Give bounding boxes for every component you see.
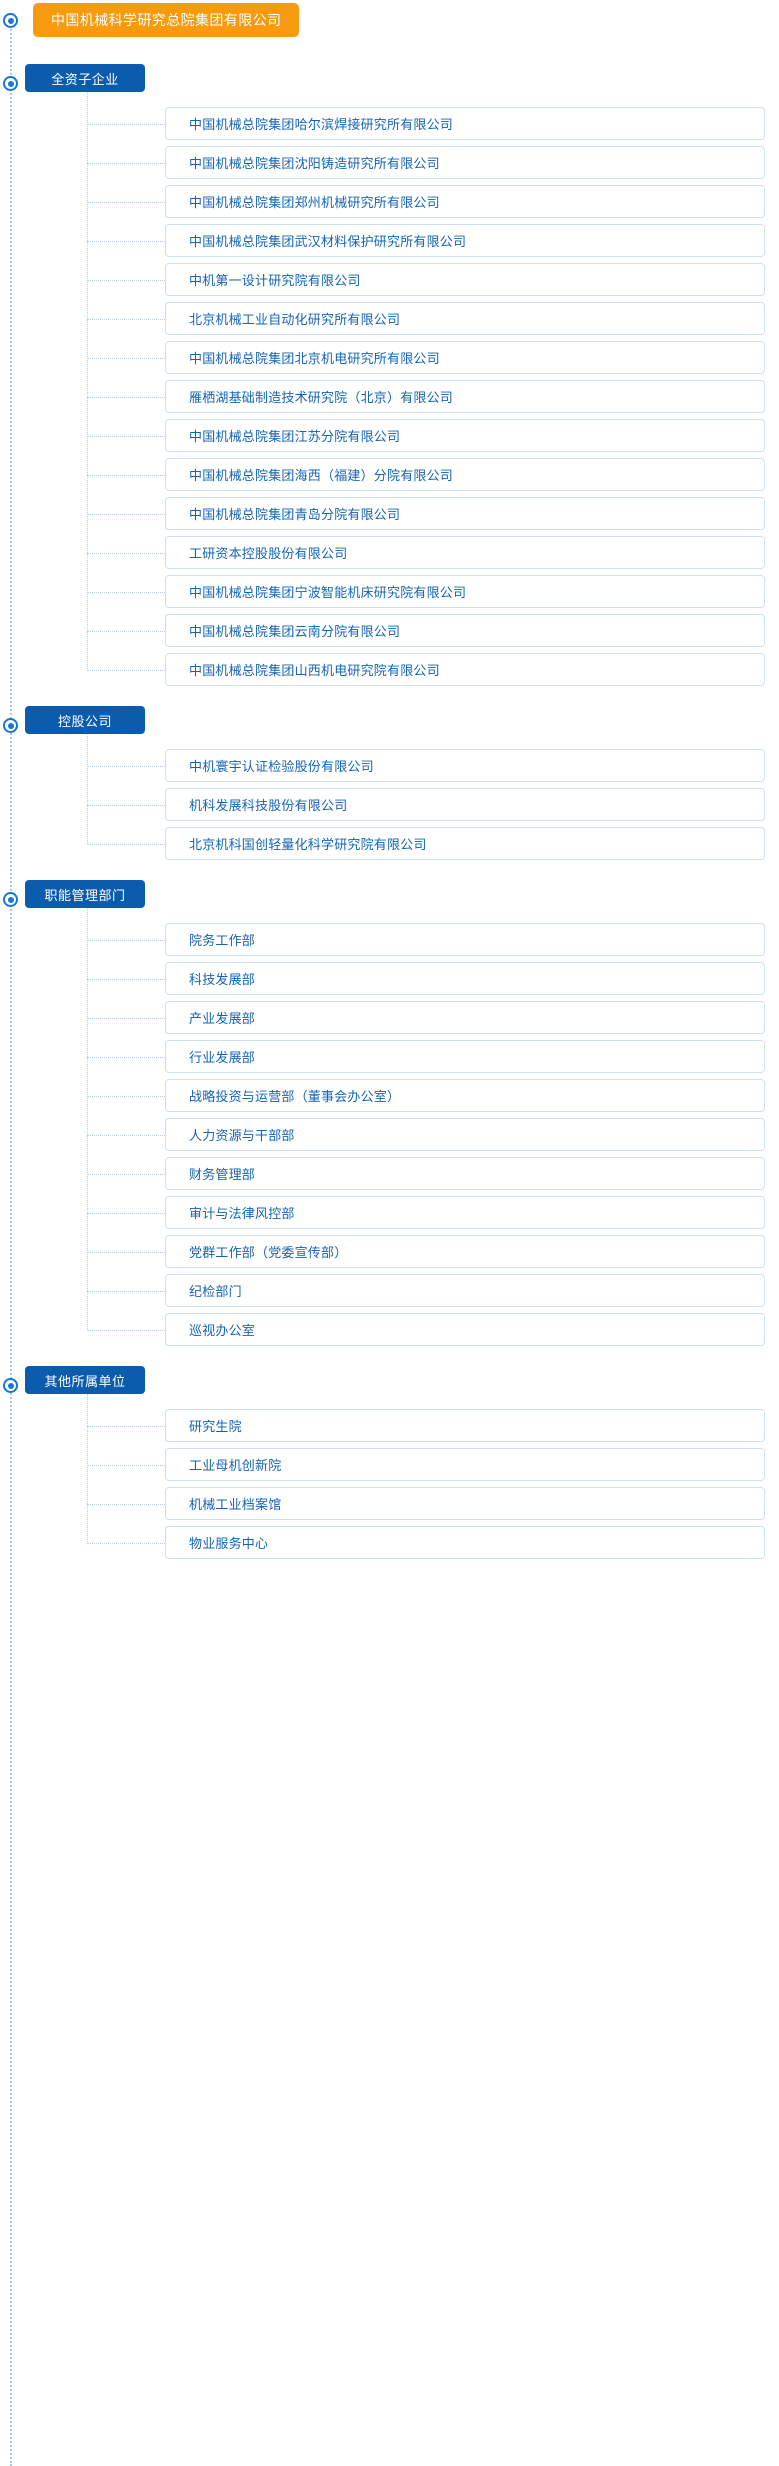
org-unit-card[interactable]: 北京机械工业自动化研究所有限公司 [165, 302, 765, 335]
org-unit-card[interactable]: 物业服务中心 [165, 1526, 765, 1559]
group-children: 研究生院工业母机创新院机械工业档案馆物业服务中心 [0, 1394, 779, 1562]
root-row: 中国机械科学研究总院集团有限公司 [0, 0, 779, 42]
list-item: 中国机械总院集团郑州机械研究所有限公司 [0, 182, 779, 221]
group-children: 中国机械总院集团哈尔滨焊接研究所有限公司中国机械总院集团沈阳铸造研究所有限公司中… [0, 92, 779, 689]
group-label-button[interactable]: 其他所属单位 [25, 1366, 145, 1394]
org-unit-card[interactable]: 中国机械总院集团江苏分院有限公司 [165, 419, 765, 452]
org-unit-card[interactable]: 产业发展部 [165, 1001, 765, 1034]
org-unit-card[interactable]: 工业母机创新院 [165, 1448, 765, 1481]
org-unit-card[interactable]: 巡视办公室 [165, 1313, 765, 1346]
group-header: 其他所属单位 [0, 1366, 779, 1406]
list-item: 工业母机创新院 [0, 1445, 779, 1484]
org-unit-card[interactable]: 中国机械总院集团北京机电研究所有限公司 [165, 341, 765, 374]
list-item: 中机第一设计研究院有限公司 [0, 260, 779, 299]
org-unit-card[interactable]: 北京机科国创轻量化科学研究院有限公司 [165, 827, 765, 860]
org-unit-card[interactable]: 科技发展部 [165, 962, 765, 995]
list-item: 巡视办公室 [0, 1310, 779, 1349]
org-unit-card[interactable]: 中国机械总院集团青岛分院有限公司 [165, 497, 765, 530]
list-item: 雁栖湖基础制造技术研究院（北京）有限公司 [0, 377, 779, 416]
root-node[interactable]: 中国机械科学研究总院集团有限公司 [33, 3, 300, 37]
list-item: 中国机械总院集团山西机电研究院有限公司 [0, 650, 779, 689]
list-item: 战略投资与运营部（董事会办公室） [0, 1076, 779, 1115]
list-item: 审计与法律风控部 [0, 1193, 779, 1232]
list-item: 机科发展科技股份有限公司 [0, 785, 779, 824]
org-unit-card[interactable]: 中国机械总院集团山西机电研究院有限公司 [165, 653, 765, 686]
list-item: 中国机械总院集团哈尔滨焊接研究所有限公司 [0, 104, 779, 143]
list-item: 中国机械总院集团海西（福建）分院有限公司 [0, 455, 779, 494]
org-unit-card[interactable]: 行业发展部 [165, 1040, 765, 1073]
org-unit-card[interactable]: 中国机械总院集团郑州机械研究所有限公司 [165, 185, 765, 218]
org-unit-card[interactable]: 研究生院 [165, 1409, 765, 1442]
list-item: 中机寰宇认证检验股份有限公司 [0, 746, 779, 785]
org-unit-card[interactable]: 中国机械总院集团海西（福建）分院有限公司 [165, 458, 765, 491]
org-unit-card[interactable]: 工研资本控股股份有限公司 [165, 536, 765, 569]
group-node-dot [3, 76, 18, 91]
org-unit-card[interactable]: 雁栖湖基础制造技术研究院（北京）有限公司 [165, 380, 765, 413]
list-item: 纪检部门 [0, 1271, 779, 1310]
list-item: 中国机械总院集团江苏分院有限公司 [0, 416, 779, 455]
group-label-button[interactable]: 职能管理部门 [25, 880, 145, 908]
org-unit-card[interactable]: 审计与法律风控部 [165, 1196, 765, 1229]
list-item: 院务工作部 [0, 920, 779, 959]
org-unit-card[interactable]: 中国机械总院集团云南分院有限公司 [165, 614, 765, 647]
list-item: 北京机械工业自动化研究所有限公司 [0, 299, 779, 338]
org-unit-card[interactable]: 中机寰宇认证检验股份有限公司 [165, 749, 765, 782]
org-unit-card[interactable]: 院务工作部 [165, 923, 765, 956]
org-unit-card[interactable]: 中国机械总院集团沈阳铸造研究所有限公司 [165, 146, 765, 179]
root-spine-connector [10, 22, 12, 2466]
list-item: 党群工作部（党委宣传部） [0, 1232, 779, 1271]
org-unit-card[interactable]: 财务管理部 [165, 1157, 765, 1190]
group-node-dot [3, 1378, 18, 1393]
group-header: 职能管理部门 [0, 880, 779, 920]
list-item: 中国机械总院集团青岛分院有限公司 [0, 494, 779, 533]
org-unit-card[interactable]: 人力资源与干部部 [165, 1118, 765, 1151]
list-item: 中国机械总院集团沈阳铸造研究所有限公司 [0, 143, 779, 182]
group-3: 职能管理部门院务工作部科技发展部产业发展部行业发展部战略投资与运营部（董事会办公… [0, 880, 779, 1349]
list-item: 中国机械总院集团武汉材料保护研究所有限公司 [0, 221, 779, 260]
root-node-dot [3, 13, 18, 28]
org-unit-card[interactable]: 中国机械总院集团武汉材料保护研究所有限公司 [165, 224, 765, 257]
list-item: 中国机械总院集团云南分院有限公司 [0, 611, 779, 650]
group-label-button[interactable]: 全资子企业 [25, 64, 145, 92]
groups-container: 全资子企业中国机械总院集团哈尔滨焊接研究所有限公司中国机械总院集团沈阳铸造研究所… [0, 64, 779, 1562]
org-unit-card[interactable]: 中国机械总院集团哈尔滨焊接研究所有限公司 [165, 107, 765, 140]
group-header: 控股公司 [0, 706, 779, 746]
list-item: 人力资源与干部部 [0, 1115, 779, 1154]
list-item: 研究生院 [0, 1406, 779, 1445]
group-label-button[interactable]: 控股公司 [25, 706, 145, 734]
list-item: 工研资本控股股份有限公司 [0, 533, 779, 572]
group-1: 全资子企业中国机械总院集团哈尔滨焊接研究所有限公司中国机械总院集团沈阳铸造研究所… [0, 64, 779, 689]
group-node-dot [3, 718, 18, 733]
list-item: 科技发展部 [0, 959, 779, 998]
list-item: 财务管理部 [0, 1154, 779, 1193]
org-unit-card[interactable]: 中国机械总院集团宁波智能机床研究院有限公司 [165, 575, 765, 608]
org-unit-card[interactable]: 机科发展科技股份有限公司 [165, 788, 765, 821]
list-item: 中国机械总院集团宁波智能机床研究院有限公司 [0, 572, 779, 611]
list-item: 产业发展部 [0, 998, 779, 1037]
list-item: 行业发展部 [0, 1037, 779, 1076]
group-node-dot [3, 892, 18, 907]
group-children: 中机寰宇认证检验股份有限公司机科发展科技股份有限公司北京机科国创轻量化科学研究院… [0, 734, 779, 863]
list-item: 中国机械总院集团北京机电研究所有限公司 [0, 338, 779, 377]
list-item: 物业服务中心 [0, 1523, 779, 1562]
org-unit-card[interactable]: 战略投资与运营部（董事会办公室） [165, 1079, 765, 1112]
org-unit-card[interactable]: 党群工作部（党委宣传部） [165, 1235, 765, 1268]
group-2: 控股公司中机寰宇认证检验股份有限公司机科发展科技股份有限公司北京机科国创轻量化科… [0, 706, 779, 863]
group-4: 其他所属单位研究生院工业母机创新院机械工业档案馆物业服务中心 [0, 1366, 779, 1562]
org-unit-card[interactable]: 中机第一设计研究院有限公司 [165, 263, 765, 296]
org-unit-card[interactable]: 纪检部门 [165, 1274, 765, 1307]
list-item: 北京机科国创轻量化科学研究院有限公司 [0, 824, 779, 863]
group-header: 全资子企业 [0, 64, 779, 104]
group-children: 院务工作部科技发展部产业发展部行业发展部战略投资与运营部（董事会办公室） 人力资源… [0, 908, 779, 1349]
list-item: 机械工业档案馆 [0, 1484, 779, 1523]
org-unit-card[interactable]: 机械工业档案馆 [165, 1487, 765, 1520]
